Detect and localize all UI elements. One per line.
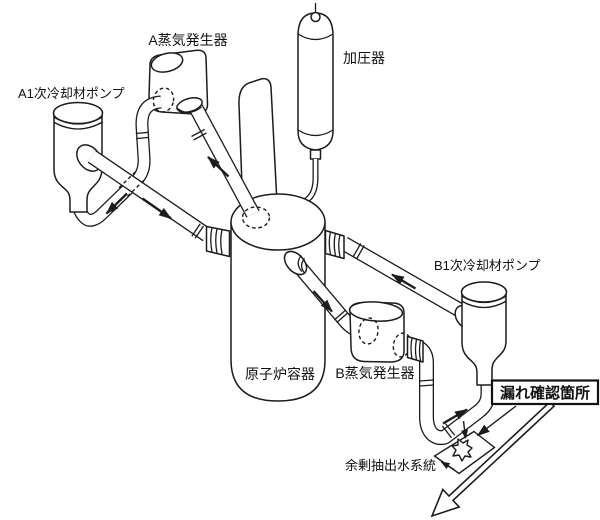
label-reactor-vessel: 原子炉容器 [245, 366, 315, 382]
leak-box-leader-arrow [476, 405, 517, 437]
steam-generator-b [348, 301, 412, 363]
crossover-a-hidden-edges [117, 171, 145, 198]
primary-coolant-pump-b [454, 281, 508, 386]
flow-arrow-hot-leg-b [312, 290, 333, 313]
flow-arrow-hot-leg-a [207, 156, 230, 178]
crossover-a-joints [135, 131, 149, 140]
hot-leg-b-joints [333, 309, 349, 324]
pump-b-body [461, 292, 507, 386]
labels: A蒸気発生器 加圧器 A1次冷却材ポンプ B1次冷却材ポンプ 原子炉容器 B蒸気… [18, 32, 541, 473]
crossover-b-joints [419, 379, 456, 439]
crossover-b-pipe-fill [412, 340, 495, 444]
sg-b-inlet-nozzle-dashed [358, 317, 379, 345]
cold-leg-b-joints [352, 243, 365, 259]
leak-spot-blob [451, 438, 473, 462]
cold-leg-a-pipe-fill [88, 151, 211, 241]
label-pump-a: A1次冷却材ポンプ [18, 86, 125, 101]
pressurizer [292, 3, 334, 209]
pump-b-cap-rim2 [461, 300, 507, 309]
pressurizer-bottom-fitting [309, 149, 322, 160]
flow-arrow-crossover-b [442, 408, 468, 425]
hot-leg-a-pipe-fill [190, 105, 259, 217]
cold-leg-b-pipe-fill [340, 238, 474, 322]
pressurizer-bottom-seam [297, 129, 334, 137]
sg-b-outlet-collar [406, 335, 424, 363]
label-letdown: 余剰抽出水系統 [345, 458, 436, 473]
hot-leg-a-joint [191, 128, 207, 141]
flow-arrows [105, 156, 468, 425]
pump-a-cap-rim2 [53, 121, 103, 130]
sg-a-outlet-collar [176, 97, 203, 114]
primary-coolant-pump-a [52, 101, 104, 213]
label-pump-b: B1次冷却材ポンプ [434, 258, 541, 273]
leak-check-label: 漏れ確認箇所 [500, 384, 590, 402]
pressurizer-body [297, 12, 334, 151]
pump-b-cap-rim [461, 295, 507, 304]
letdown-plate [433, 430, 496, 475]
vessel-front-nozzle-collar [283, 250, 308, 276]
label-sg-a: A蒸気発生器 [148, 32, 227, 48]
pressurizer-relief-nozzle [310, 11, 321, 23]
label-pressurizer: 加圧器 [343, 50, 385, 66]
vessel-right-nozzle-collar [324, 229, 345, 260]
pump-a-body [53, 113, 103, 213]
leak-pointer-big-arrow [430, 400, 556, 518]
letdown-leader-arrow [440, 461, 455, 471]
leak-check-box [490, 379, 600, 406]
leak-drip-arrow [461, 420, 469, 439]
pump-a-cap-rim [53, 116, 103, 125]
flow-arrow-crossover-a [105, 192, 128, 215]
sg-a-top [150, 52, 184, 73]
vessel-left-nozzle-collar [205, 225, 231, 258]
vessel-top-nozzle-dashed [241, 206, 271, 229]
label-sg-b: B蒸気発生器 [335, 365, 414, 381]
cold-leg-a-joints [191, 223, 205, 239]
pressurizer-top-seam [297, 33, 334, 41]
flow-arrow-cold-leg-a [141, 197, 172, 220]
sg-a-inlet-nozzle-dashed [152, 87, 175, 113]
flow-arrow-cold-leg-b [391, 273, 417, 290]
support-plate [238, 77, 278, 214]
